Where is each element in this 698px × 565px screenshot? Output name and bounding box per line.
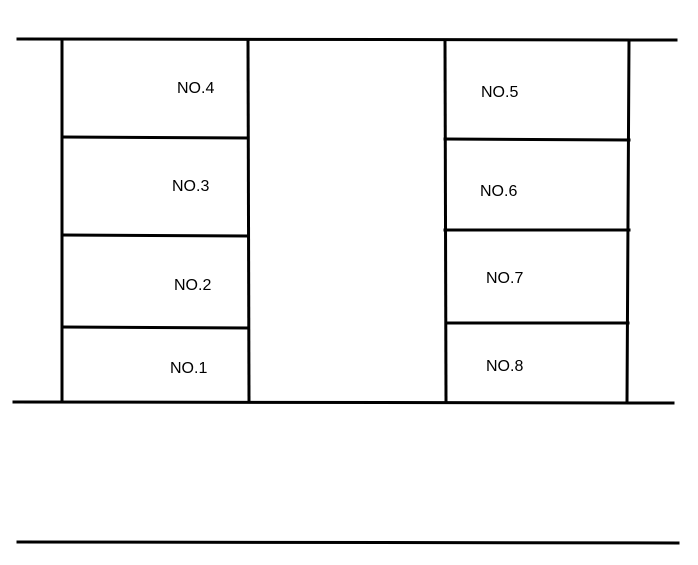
left-divider-3-2	[60, 233, 250, 238]
slot-label-no1: NO.1	[170, 360, 207, 377]
slot-label-no2: NO.2	[174, 277, 211, 294]
left-block: NO.4 NO.3 NO.2 NO.1	[60, 38, 251, 404]
left-divider-4-3	[60, 135, 250, 140]
slot-label-no7: NO.7	[486, 270, 523, 287]
right-block-inner-wall	[443, 38, 448, 404]
slot-label-no5: NO.5	[481, 84, 518, 101]
right-block-outer-wall	[625, 38, 631, 404]
slot-label-no4: NO.4	[177, 80, 214, 97]
left-divider-2-1	[60, 325, 250, 330]
slot-label-no6: NO.6	[480, 183, 517, 200]
bottom-boundary-line	[16, 540, 680, 545]
right-block: NO.5 NO.6 NO.7 NO.8	[443, 38, 631, 404]
middle-boundary-line	[12, 400, 675, 405]
right-divider-5-6	[443, 137, 631, 142]
top-boundary-line	[16, 37, 678, 42]
left-block-inner-wall	[246, 38, 251, 404]
slot-label-no3: NO.3	[172, 178, 209, 195]
slot-label-no8: NO.8	[486, 358, 523, 375]
